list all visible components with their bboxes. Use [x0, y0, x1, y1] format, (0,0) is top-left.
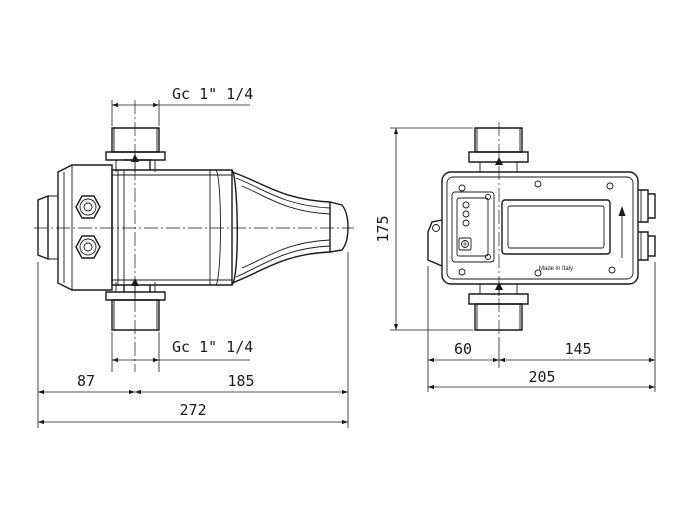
dim-175-label: 175	[374, 215, 392, 242]
reset-button	[458, 237, 472, 251]
dimension-272: 272	[38, 401, 348, 425]
bottom-pipe-fitting	[105, 282, 166, 331]
cable-gland-top	[638, 189, 656, 223]
left-cap	[37, 194, 49, 261]
dim-185-label: 185	[227, 372, 254, 390]
dimension-175: 175	[374, 127, 473, 331]
dim-145-label: 145	[564, 340, 591, 358]
controller-housing	[441, 171, 639, 285]
dimension-205: 205	[428, 368, 655, 390]
dimension-87: 87	[37, 262, 135, 428]
tapered-nose	[231, 171, 349, 284]
display-window	[501, 199, 611, 255]
front-bottom-fitting	[468, 284, 529, 331]
dim-272-label: 272	[179, 401, 206, 419]
thread-label-top: Gc 1" 1/4	[172, 85, 253, 103]
top-pipe-fitting	[105, 127, 166, 172]
control-panel	[451, 191, 495, 263]
front-view: Made in Italy 175	[374, 122, 656, 392]
thread-label-bottom: Gc 1" 1/4	[172, 338, 253, 356]
mounting-tab	[427, 219, 443, 267]
dimension-60: 60	[427, 266, 500, 392]
dim-60-label: 60	[454, 340, 472, 358]
upper-hex-nut	[75, 195, 101, 219]
dimension-185: 185	[135, 252, 349, 428]
cable-gland-bottom	[638, 231, 656, 261]
front-top-fitting	[468, 127, 529, 172]
flow-arrows	[131, 154, 139, 298]
tab-screw	[432, 224, 440, 232]
housing-screws	[458, 180, 616, 277]
dim-87-label: 87	[77, 372, 95, 390]
front-top-arrow	[495, 157, 503, 165]
lower-hex-nut	[75, 235, 101, 259]
main-body	[111, 159, 238, 292]
side-view: Gc 1" 1/4 Gc 1" 1/4 87 185 272	[34, 85, 354, 428]
direction-arrow	[618, 206, 626, 258]
dimension-145: 145	[499, 262, 656, 392]
made-in-italy-label: Made in Italy	[539, 266, 573, 272]
front-bottom-arrow	[495, 282, 503, 290]
indicator-leds	[462, 201, 470, 227]
dim-205-label: 205	[528, 368, 555, 386]
thread-callout-top: Gc 1" 1/4	[111, 85, 253, 126]
left-block	[48, 164, 113, 291]
thread-callout-bottom: Gc 1" 1/4	[111, 332, 253, 372]
